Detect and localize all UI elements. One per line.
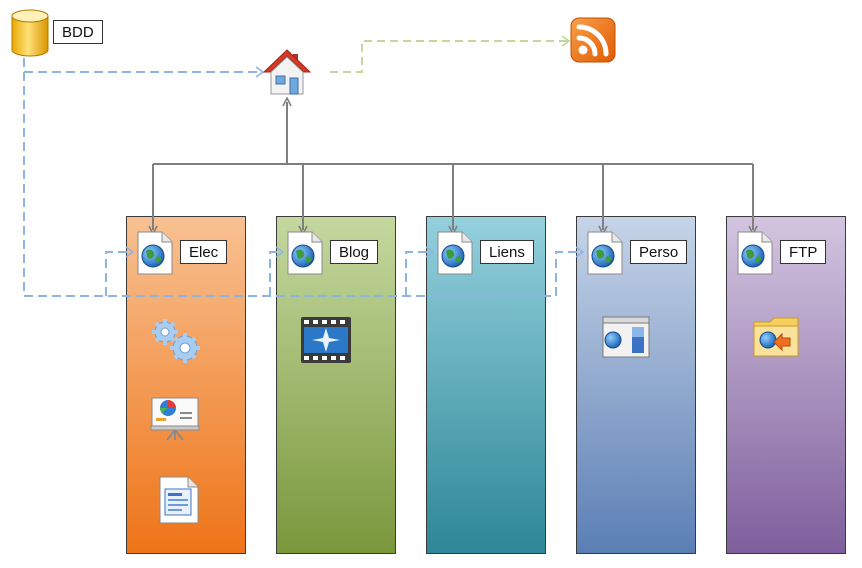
web-page-icon [587, 231, 623, 275]
document-icon [159, 476, 199, 524]
section-label-blog: Blog [330, 240, 379, 264]
rss-icon [570, 17, 616, 63]
section-label-liens: Liens [480, 240, 534, 264]
web-page-icon [287, 231, 323, 275]
home-to-feed-connector [330, 35, 571, 73]
section-label-perso: Perso [630, 240, 688, 264]
section-to-home-connector [153, 102, 753, 230]
presentation-board-icon [150, 397, 200, 441]
browser-window-icon [602, 316, 650, 358]
web-page-icon [137, 231, 173, 275]
folder-transfer-icon [753, 317, 799, 357]
film-strip-icon [301, 317, 351, 363]
section-label-elec: Elec [180, 240, 228, 264]
web-page-icon [737, 231, 773, 275]
gears-icon [152, 319, 200, 363]
home-icon [262, 49, 312, 95]
database-label: BDD [53, 20, 103, 44]
database-icon [11, 9, 49, 57]
web-page-icon [437, 231, 473, 275]
database-link-connectors [23, 58, 585, 297]
section-label-ftp: FTP [780, 240, 827, 264]
